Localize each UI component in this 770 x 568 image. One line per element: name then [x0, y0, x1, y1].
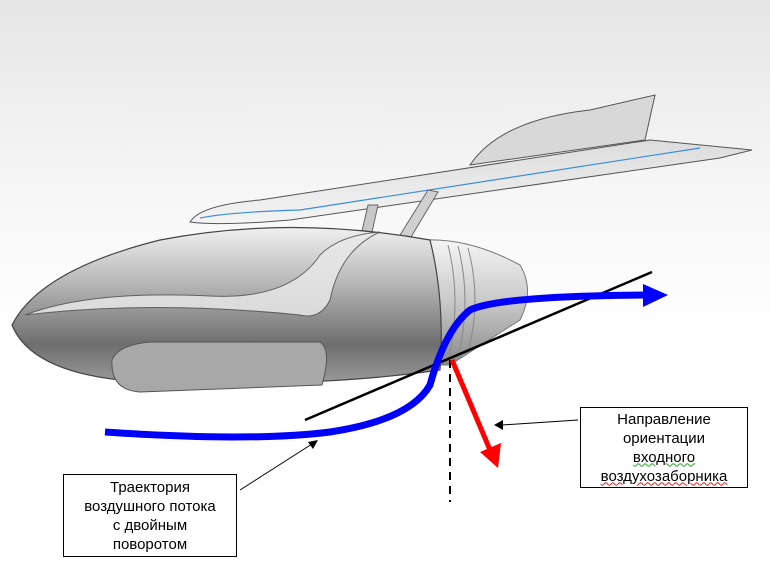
nacelle-body — [11, 226, 442, 393]
intake-callout-arrowhead — [494, 420, 503, 430]
airflow-label-line: с двойным — [112, 516, 188, 534]
intake-label-line: воздухозаборника — [600, 467, 728, 485]
airflow-label-line: воздушного потока — [84, 497, 216, 515]
airflow-callout-leader — [239, 443, 313, 491]
intake-direction-arrow — [449, 359, 493, 451]
intake-label-line: Направление — [617, 410, 711, 428]
airflow-callout-arrowhead — [308, 440, 318, 449]
airflow-label-line: Траектория — [110, 478, 190, 496]
intake-direction-arrowhead — [480, 443, 501, 468]
wing — [189, 94, 753, 225]
airflow-label-box: Траектория воздушного потока с двойным п… — [63, 474, 237, 557]
airflow-trajectory — [104, 291, 646, 441]
intake-label-line: входного — [632, 448, 696, 466]
intake-label-box: Направление ориентации входного воздухоз… — [580, 407, 748, 488]
intake-callout-leader — [501, 419, 579, 426]
airflow-arrowhead — [643, 284, 668, 307]
intake-label-line: ориентации — [622, 429, 706, 447]
airflow-label-line: поворотом — [112, 535, 188, 553]
